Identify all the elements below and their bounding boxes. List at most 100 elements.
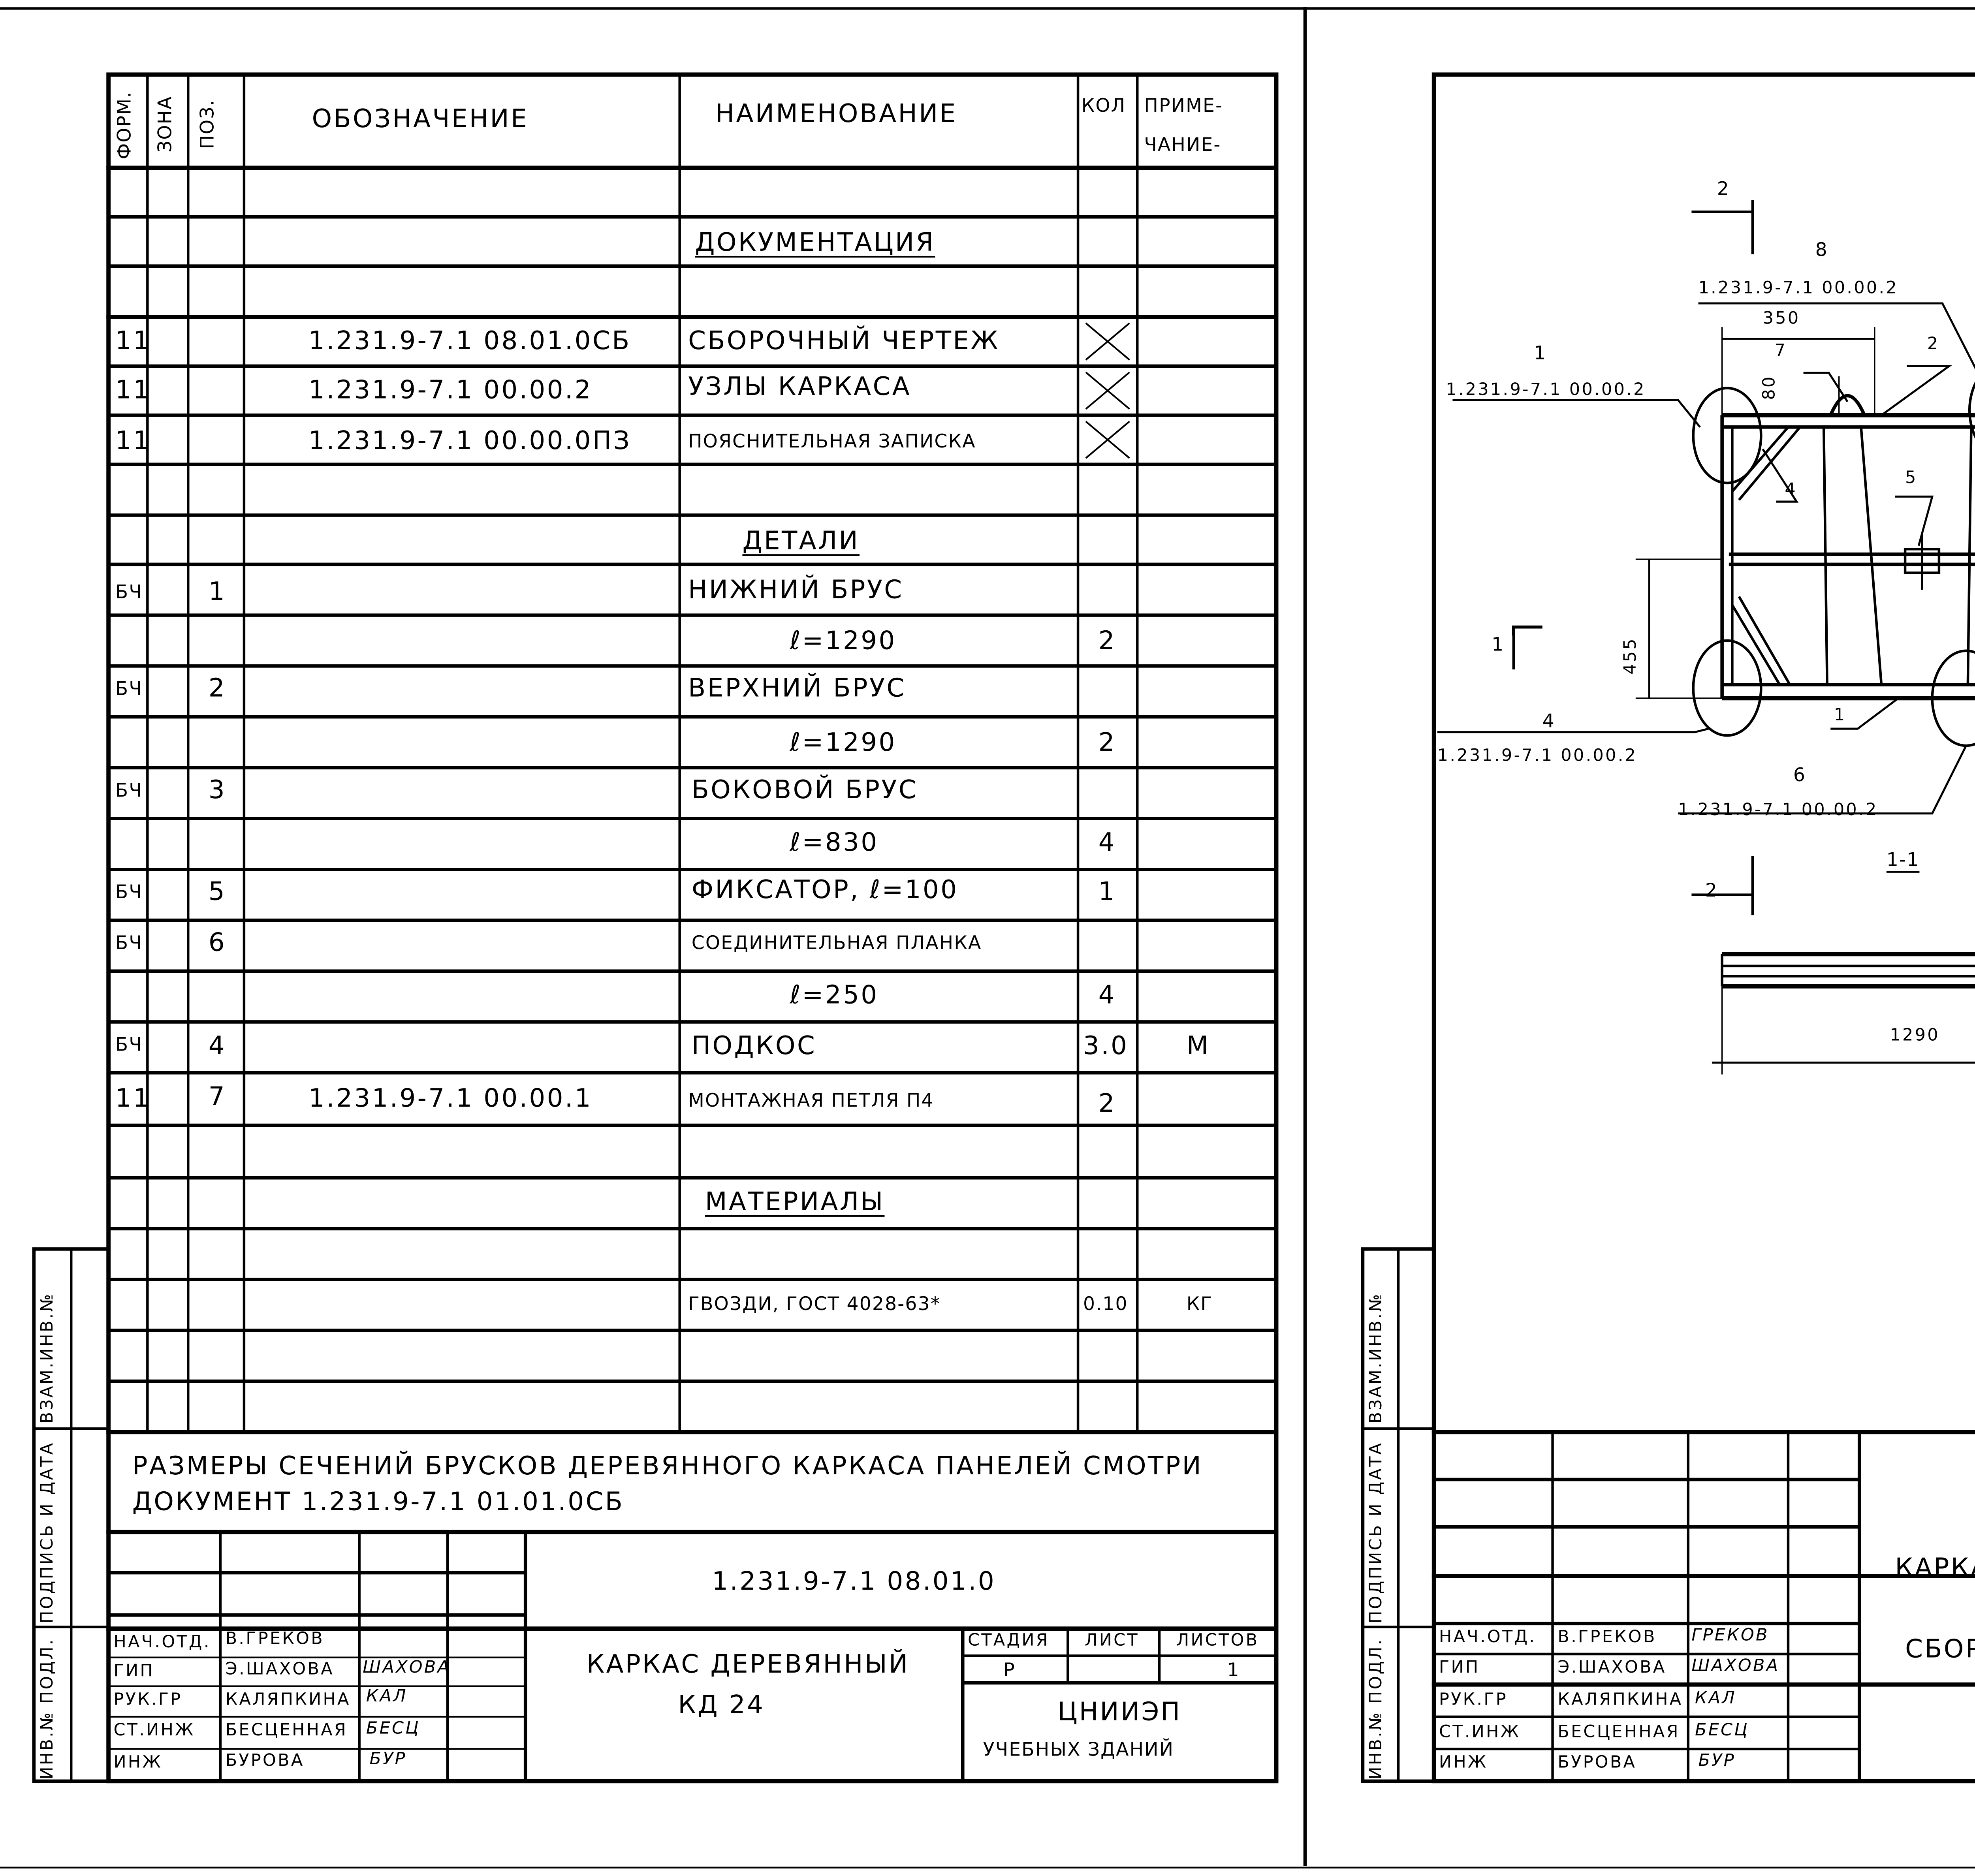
signature: Бур (1698, 1752, 1736, 1771)
stage-value: Р (1003, 1659, 1016, 1681)
margin-label-signature-date: ПОДПИСЬ И ДАТА (39, 1441, 58, 1624)
section-mark-1-left: 1 (1492, 633, 1505, 656)
row-note: М (1186, 1030, 1210, 1061)
margin-label-signature-date: ПОДПИСЬ И ДАТА (1367, 1441, 1387, 1624)
row-pos: 3 (208, 774, 227, 805)
callout-ref: 1.231.9-7.1 00.00.2 (1698, 280, 1899, 299)
section-mark-2-bottom: 2 (1705, 880, 1718, 902)
row-name: ФИКСАТОР, ℓ=100 (691, 874, 959, 905)
staff-role: ИНЖ (113, 1754, 162, 1773)
margin-label-inventory: ИНВ.№ ПОДЛ. (39, 1638, 58, 1780)
staff-role: НАЧ.ОТД. (1439, 1628, 1537, 1647)
header-designation: ОБОЗНАЧЕНИЕ (312, 103, 529, 134)
row-name: ℓ=830 (790, 827, 879, 858)
row-name: МОНТАЖНАЯ ПЕТЛЯ П4 (688, 1090, 934, 1112)
staff-role: ГИП (113, 1662, 154, 1681)
section-details: ДЕТАЛИ (742, 525, 860, 556)
row-designation: 1.231.9-7.1 00.00.0ПЗ (308, 425, 632, 456)
staff-role: СТ.ИНЖ (113, 1722, 195, 1741)
part-label-5: 5 (1905, 469, 1918, 488)
staff-role: ГИП (1439, 1659, 1480, 1678)
row-qty: 2 (1098, 727, 1116, 758)
row-pos: 6 (208, 927, 227, 958)
row-format: 11 (115, 325, 151, 356)
section-title-1-1: 1-1 (1886, 849, 1920, 871)
row-format: БЧ (115, 678, 143, 700)
section-mark-2-top: 2 (1717, 178, 1730, 200)
org-line1: ЦНИИЭП (1057, 1696, 1182, 1727)
sheets-label: ЛИСТОВ (1176, 1632, 1259, 1651)
staff-role: РУК.ГР (113, 1691, 182, 1710)
signature: Бесц (366, 1720, 420, 1739)
row-name: НИЖНИЙ БРУС (688, 574, 904, 605)
row-pos: 7 (208, 1081, 227, 1112)
staff-name: БУРОВА (225, 1752, 305, 1771)
signature: Бесц (1695, 1722, 1749, 1741)
drawing-title-line2: КД 24 (678, 1690, 765, 1720)
row-designation: 1.231.9-7.1 08.01.0СБ (308, 325, 631, 356)
signature: Шахова (1691, 1657, 1780, 1676)
row-qty: 4 (1098, 979, 1116, 1010)
header-pos: ПОЗ. (196, 99, 219, 149)
header-note-line2: ЧАНИЕ- (1144, 133, 1221, 156)
row-format: 11 (115, 425, 151, 456)
header-note-line1: ПРИМЕ- (1144, 95, 1223, 117)
callout-pos: 4 (1542, 710, 1555, 732)
margin-label-replacement: ВЗАМ.ИНВ.№ (39, 1292, 58, 1424)
signature: Греков (1691, 1627, 1769, 1646)
row-name: УЗЛЫ КАРКАСА (688, 371, 912, 402)
staff-role: ИНЖ (1439, 1754, 1488, 1773)
signature: Кал (1695, 1690, 1736, 1709)
part-label-1: 1 (1834, 707, 1847, 726)
staff-name: В.ГРЕКОВ (1557, 1628, 1657, 1647)
row-format: БЧ (115, 1034, 143, 1056)
callout-ref: 1.231.9-7.1 00.00.2 (1446, 381, 1646, 400)
row-designation: 1.231.9-7.1 00.00.1 (308, 1083, 592, 1114)
row-format: БЧ (115, 581, 143, 603)
staff-name: БЕСЦЕННАЯ (225, 1722, 348, 1741)
row-name: ВЕРХНИЙ БРУС (688, 673, 906, 703)
row-name: БОКОВОЙ БРУС (691, 774, 918, 805)
staff-name: КАЛЯПКИНА (225, 1691, 351, 1710)
staff-name: В.ГРЕКОВ (225, 1630, 324, 1649)
section-1-1-view (1712, 952, 1975, 1075)
row-format: БЧ (115, 779, 143, 802)
row-format: БЧ (115, 932, 143, 954)
signature: Шахова (363, 1659, 451, 1678)
callout-ref: 1.231.9-7.1 00.00.2 (1678, 801, 1878, 820)
frame-plan-view (1437, 200, 1975, 915)
row-qty: 0.10 (1083, 1293, 1128, 1315)
margin-label-replacement: ВЗАМ.ИНВ.№ (1367, 1292, 1387, 1424)
part-label-2: 2 (1927, 335, 1940, 354)
part-label-7: 7 (1774, 342, 1787, 361)
row-name: ℓ=1290 (790, 625, 897, 656)
drawing-title-line1: КАРКАС ДЕРЕВЯННЫЙ (1895, 1552, 1975, 1583)
row-note: КГ (1186, 1293, 1213, 1315)
header-zone: ЗОНА (154, 96, 177, 153)
header-qty: КОЛ (1081, 95, 1126, 117)
document-code: 1.231.9-7.1 08.01.0 (712, 1566, 996, 1597)
callout-pos: 1 (1534, 342, 1547, 365)
row-pos: 1 (208, 576, 227, 607)
dim-loop: 80 (1761, 375, 1780, 400)
staff-role: СТ.ИНЖ (1439, 1723, 1521, 1743)
row-designation: 1.231.9-7.1 00.00.2 (308, 374, 592, 405)
margin-label-inventory: ИНВ.№ ПОДЛ. (1367, 1638, 1387, 1780)
signature: Кал (366, 1688, 408, 1707)
staff-name: БЕСЦЕННАЯ (1557, 1723, 1680, 1743)
staff-name: Э.ШАХОВА (225, 1661, 334, 1680)
org-line2: УЧЕБНЫХ ЗДАНИЙ (983, 1739, 1174, 1761)
sheet-label: ЛИСТ (1085, 1632, 1139, 1651)
row-qty: 3.0 (1083, 1030, 1129, 1061)
signature: Бур (369, 1750, 407, 1769)
row-pos: 5 (208, 876, 227, 907)
staff-name: КАЛЯПКИНА (1557, 1691, 1683, 1710)
row-pos: 4 (208, 1030, 227, 1061)
callout-pos: 8 (1815, 239, 1828, 261)
row-name: СОЕДИНИТЕЛЬНАЯ ПЛАНКА (691, 932, 982, 954)
dim-left-mid: 455 (1622, 637, 1641, 675)
dim-section1-length: 1290 (1890, 1027, 1940, 1046)
drawing-title-line3: СБОРОЧНЫЙ ЧЕРТЕЖ (1905, 1634, 1975, 1664)
